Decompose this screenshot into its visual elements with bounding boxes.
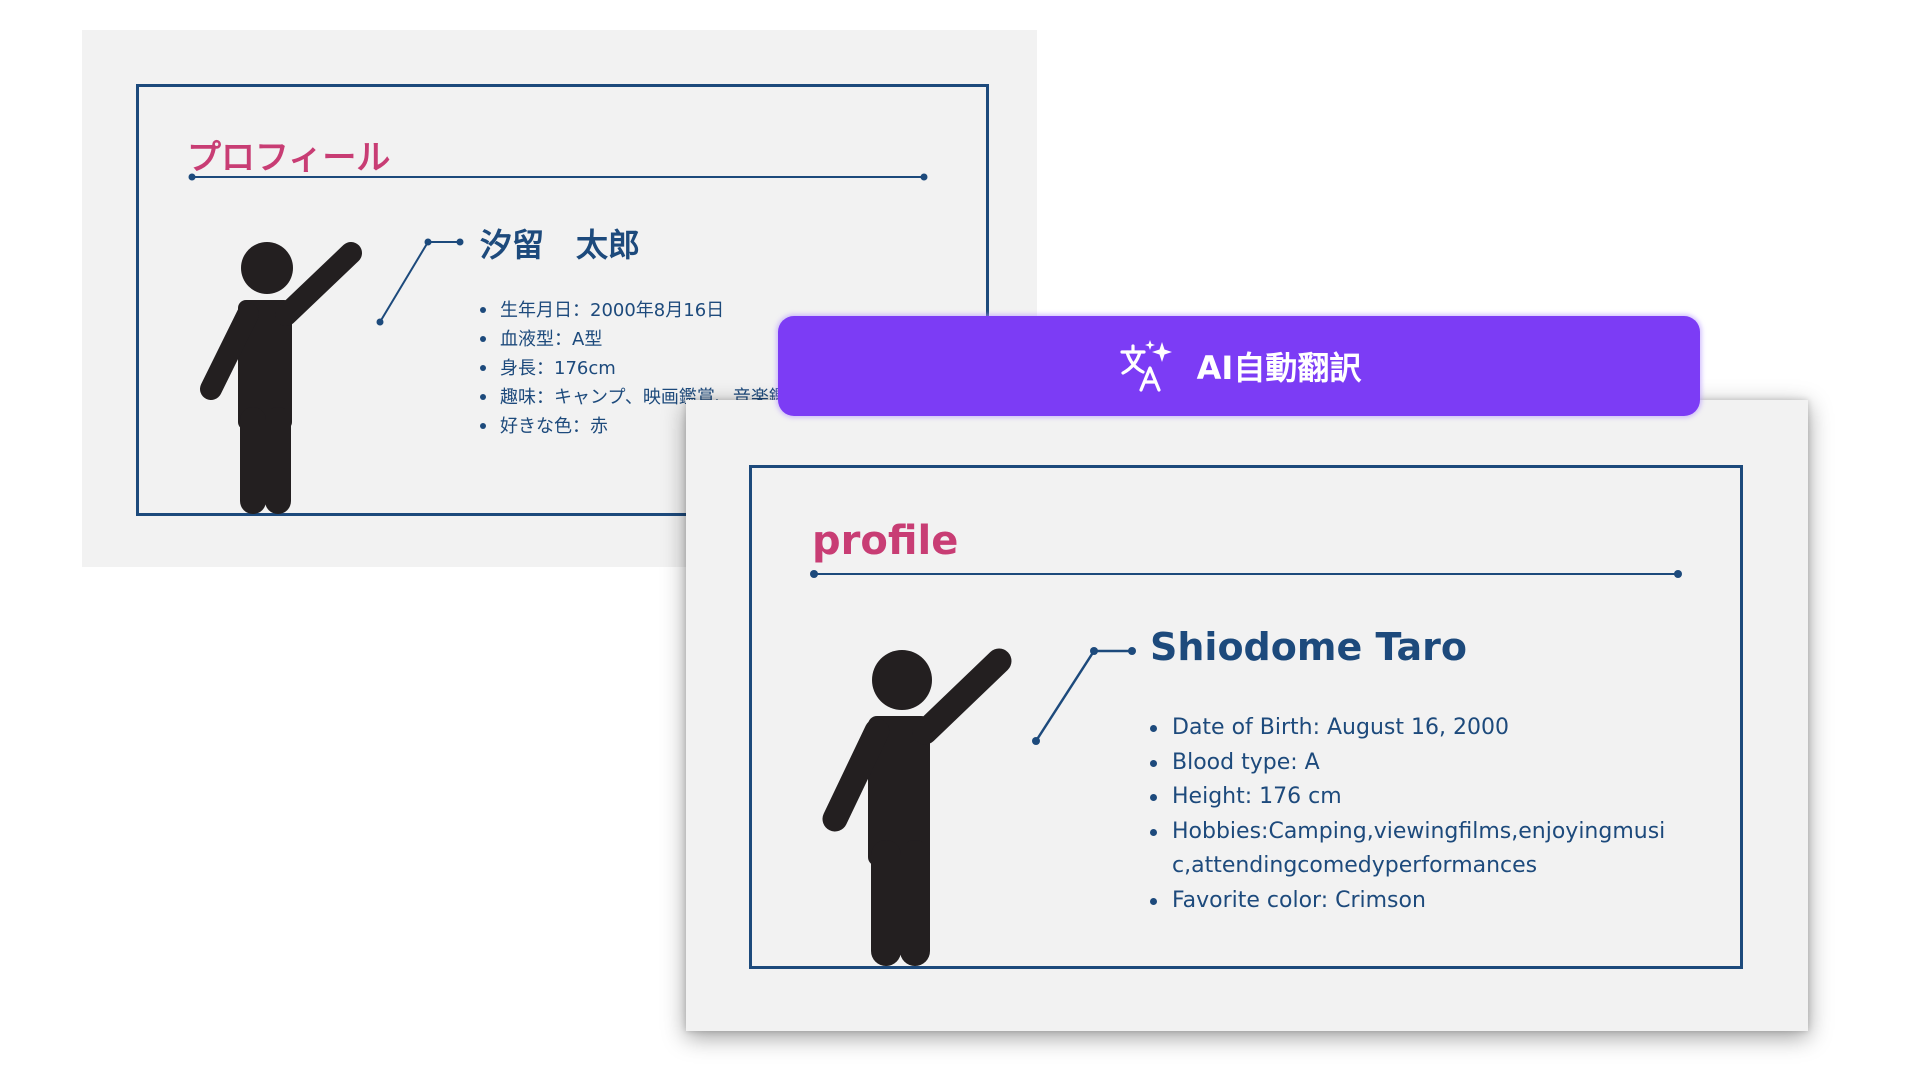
decoration-lines <box>810 570 1682 745</box>
card-frame <box>749 465 1743 969</box>
list-item: 血液型：A型 <box>480 325 1040 354</box>
profile-details-list: 生年月日：2000年8月16日 血液型：A型 身長：176cm 趣味：キャンプ、… <box>480 296 1040 441</box>
list-item: Date of Birth: August 16, 2000 <box>1150 711 1670 746</box>
list-item: 身長：176cm <box>480 354 1040 383</box>
ai-translate-label: AI自動翻訳 <box>1196 349 1362 387</box>
person-name: 汐留 太郎 <box>480 226 641 264</box>
decoration-lines <box>188 173 928 326</box>
ai-translate-button[interactable]: AI自動翻訳 <box>778 316 1700 416</box>
card-title: プロフィール <box>187 138 391 178</box>
translated-profile-card: profile Shiodome Taro Date of Birth: Aug… <box>686 400 1808 1031</box>
list-item: Height: 176 cm <box>1150 780 1670 815</box>
translate-sparkle-icon <box>1120 340 1172 392</box>
person-pointing-icon <box>200 242 362 514</box>
person-name: Shiodome Taro <box>1150 625 1467 669</box>
original-profile-card: プロフィール 汐留 太郎 生年月日：2000年8月16日 血液型：A型 身長：1… <box>82 30 1037 567</box>
person-pointing-icon <box>822 648 1012 966</box>
list-item: Hobbies:Camping,viewingfilms,enjoyingmus… <box>1150 815 1670 884</box>
card-title: profile <box>812 518 959 564</box>
profile-details-list: Date of Birth: August 16, 2000 Blood typ… <box>1150 711 1670 918</box>
list-item: 好きな色：赤 <box>480 412 1040 441</box>
card-frame <box>136 84 989 516</box>
list-item: Blood type: A <box>1150 746 1670 781</box>
list-item: Favorite color: Crimson <box>1150 884 1670 919</box>
list-item: 生年月日：2000年8月16日 <box>480 296 1040 325</box>
